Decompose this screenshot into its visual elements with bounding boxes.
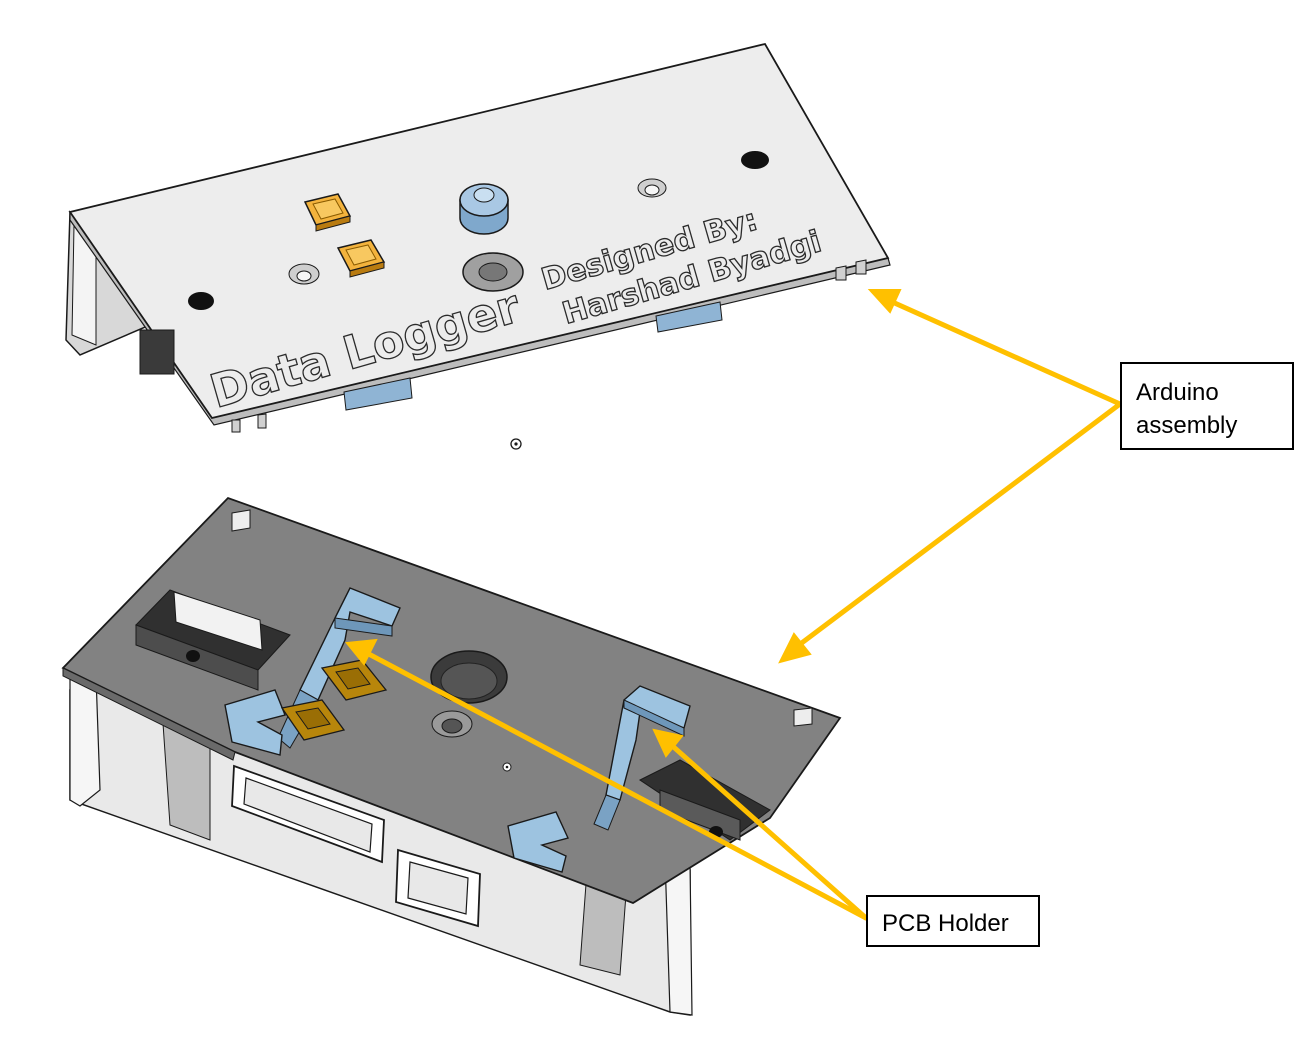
lid-tab <box>139 329 175 375</box>
lid-button-icon <box>303 193 352 232</box>
lid-hole <box>188 292 214 310</box>
origin-marker <box>510 438 522 450</box>
base-enclosure <box>61 496 842 1016</box>
annotation-arrows <box>345 289 1123 921</box>
arrow-to-pcb-left <box>362 649 869 921</box>
arrow-to-base <box>792 401 1123 651</box>
lid-button-icon <box>336 239 386 278</box>
callout-pcb-holder: PCB Holder <box>866 895 1040 947</box>
power-cutout <box>395 848 481 928</box>
lid-hole <box>741 151 769 169</box>
lid-knob-icon <box>459 183 509 235</box>
left-bracket <box>135 589 291 691</box>
lid-tab-blue <box>655 301 723 333</box>
arrow-to-pcb-right <box>665 739 869 921</box>
base-marker <box>502 762 512 772</box>
right-bracket <box>639 759 771 841</box>
callout-arduino-assembly: Arduino assembly <box>1120 362 1294 450</box>
plate-notch <box>793 707 813 727</box>
plate-notch <box>231 509 251 532</box>
usb-cutout <box>231 764 385 864</box>
arduino-lid: Data Logger Designed By: Harshad Byadgi <box>65 42 891 433</box>
pcb-holder-right <box>507 685 691 873</box>
arrow-to-lid <box>885 297 1123 407</box>
lid-tab-blue <box>343 377 413 411</box>
